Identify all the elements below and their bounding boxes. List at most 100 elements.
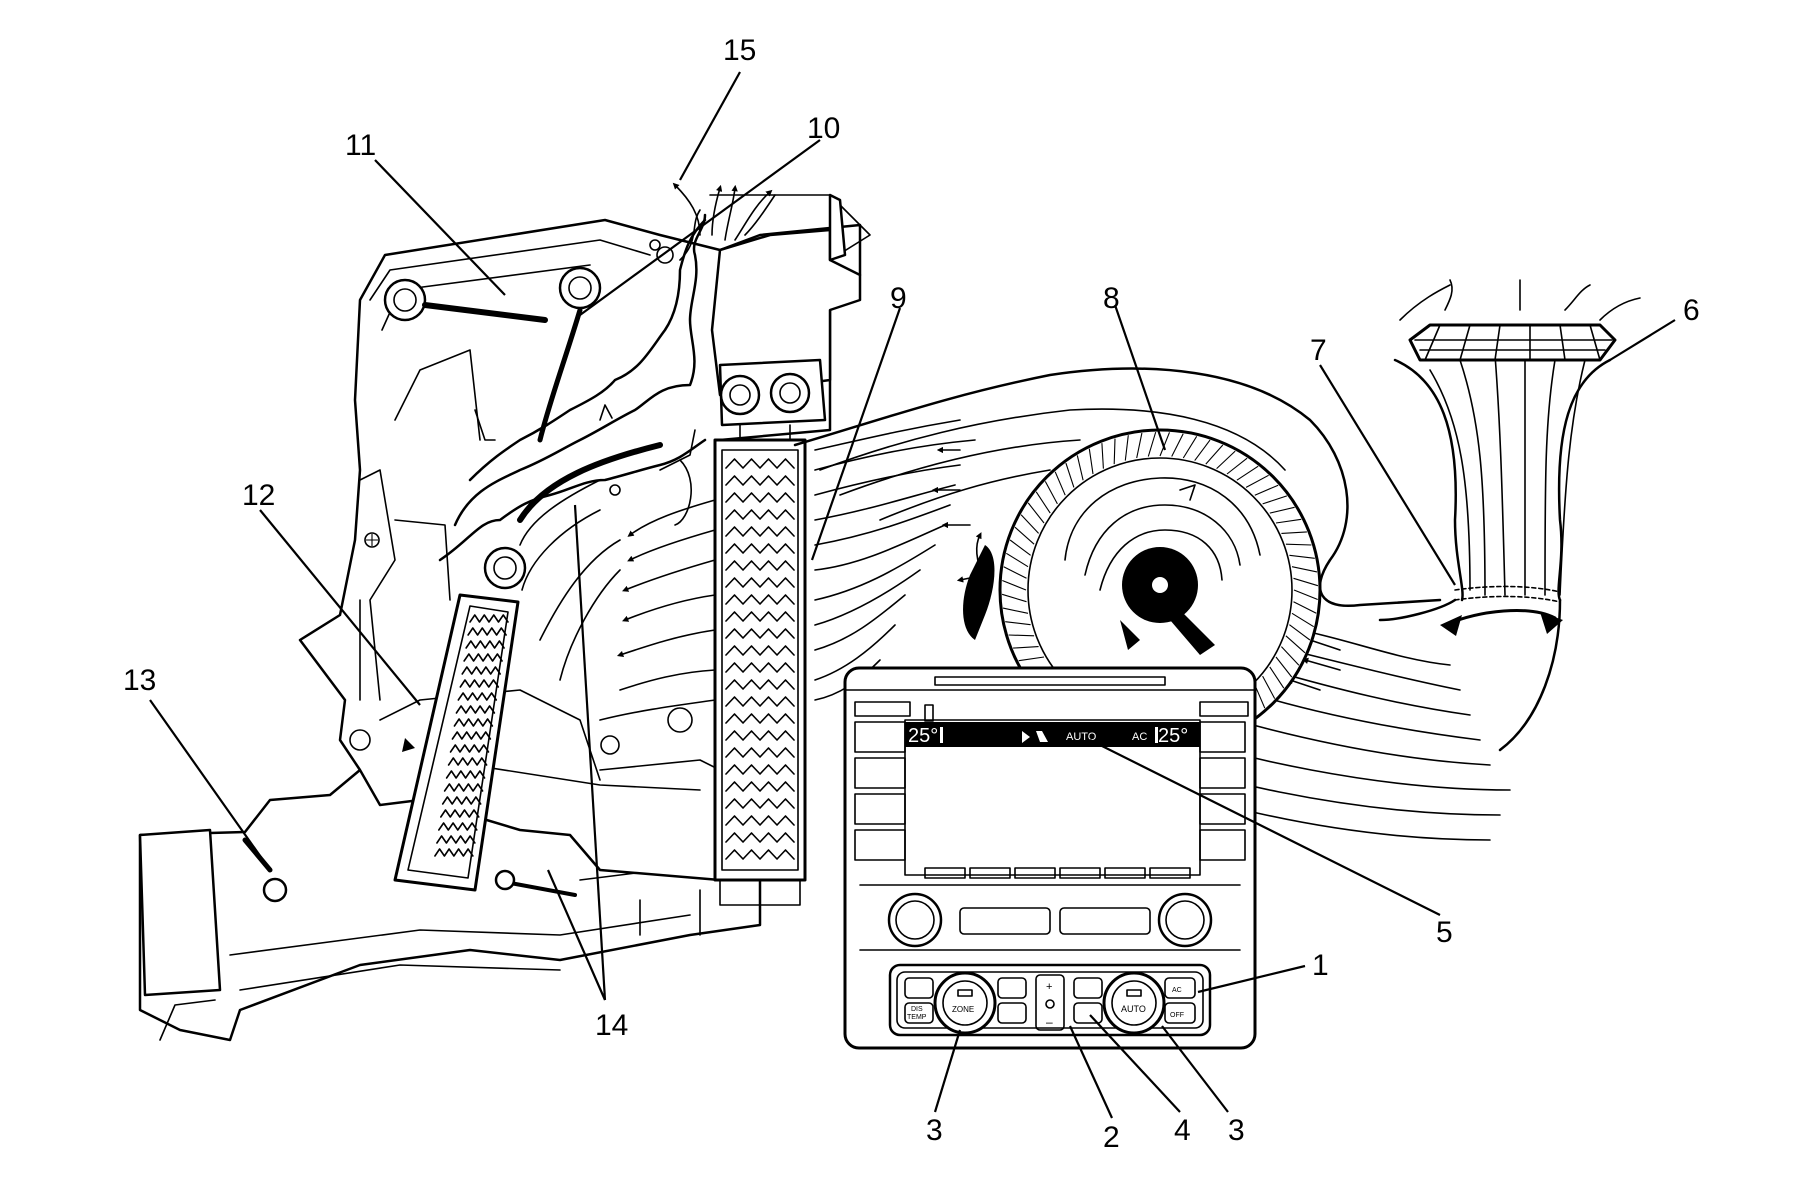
blower-vane <box>1009 539 1031 556</box>
heater-core-fins <box>434 614 509 857</box>
front-defrost-button[interactable] <box>997 977 1027 999</box>
blower-vane <box>1101 443 1104 469</box>
callout-5: 5 <box>1436 916 1453 949</box>
fin-row <box>453 718 494 727</box>
callout-15: 15 <box>723 34 756 67</box>
blower-vane <box>1216 450 1236 470</box>
mode-up-button[interactable] <box>1073 977 1103 999</box>
fan-plus: + <box>1046 981 1052 993</box>
blower-vane <box>1003 566 1027 579</box>
blower-vane <box>1008 634 1035 637</box>
blower-vane <box>1245 474 1269 488</box>
callout-8: 8 <box>1103 282 1120 315</box>
fin-row <box>725 781 795 792</box>
callout-14: 14 <box>595 1009 628 1042</box>
left-climate-buttons: DIS TEMP <box>904 977 1027 1024</box>
callout-1: 1 <box>1312 949 1329 982</box>
fin-row <box>725 662 795 673</box>
blower-vane <box>1113 438 1116 465</box>
fin-row <box>725 645 795 656</box>
fin-row <box>725 475 795 486</box>
recirc-button[interactable] <box>997 1002 1027 1024</box>
fin-row <box>434 848 474 857</box>
fin-row <box>725 543 795 554</box>
fin-row <box>725 696 795 707</box>
blower-vane <box>1171 433 1184 457</box>
fin-row <box>447 757 488 766</box>
blower-vane <box>1291 612 1314 628</box>
fin-row <box>725 747 795 758</box>
fin-row <box>725 849 795 860</box>
callout-3-left: 3 <box>926 1114 943 1147</box>
fin-row <box>725 730 795 741</box>
fin-row <box>725 492 795 503</box>
fin-row <box>725 713 795 724</box>
right-temp-knob[interactable]: AUTO <box>1102 971 1166 1035</box>
dis-label: DIS <box>911 1006 923 1013</box>
blower-vane <box>1275 656 1293 678</box>
blower-vane <box>1182 436 1198 459</box>
blower-vane <box>1159 432 1171 457</box>
display-left-temp: 25° <box>908 725 938 747</box>
evaporator-core <box>713 438 807 906</box>
fin-row <box>725 560 795 571</box>
display-right-temp: 25° <box>1158 725 1188 747</box>
fin-row <box>725 458 795 469</box>
airflow-streamlines <box>519 419 976 721</box>
blower-vane <box>1262 675 1276 699</box>
blower-vane <box>1088 448 1094 475</box>
dis-temp-button[interactable] <box>904 1002 934 1024</box>
ac-button[interactable] <box>1164 977 1196 999</box>
defrost-outlet-arrows <box>672 182 776 241</box>
fin-row <box>463 653 503 662</box>
fin-row <box>725 611 795 622</box>
rear-defrost-button[interactable] <box>904 977 934 999</box>
mode-down-button[interactable] <box>1073 1002 1103 1024</box>
leader-lines <box>149 71 1676 1119</box>
off-label: OFF <box>1170 1012 1184 1019</box>
blower-vane <box>1005 621 1031 626</box>
blower-vane <box>1002 579 1027 591</box>
callout-13: 13 <box>123 664 156 697</box>
blower-vane <box>1289 624 1311 641</box>
display-ac: AC <box>1132 731 1147 743</box>
blower-vane <box>1262 495 1288 505</box>
blower-scroll <box>793 367 1511 841</box>
heater-core <box>393 593 520 892</box>
left-temp-knob[interactable]: ZONE <box>933 971 997 1035</box>
fin-row <box>457 692 498 701</box>
blower-vane <box>1289 554 1315 559</box>
display-mode: AUTO <box>1066 731 1097 743</box>
fan-speed-control[interactable]: + – <box>1035 974 1065 1031</box>
fin-row <box>725 594 795 605</box>
warm-air-path <box>438 209 707 562</box>
fin-row <box>441 796 482 805</box>
blower-vane <box>1147 431 1157 457</box>
blower-vane <box>1254 484 1279 496</box>
fin-row <box>725 764 795 775</box>
air-inlet-duct <box>1378 279 1641 752</box>
fin-row <box>725 577 795 588</box>
blower-vane <box>1136 432 1143 459</box>
blower-vane <box>1236 465 1259 481</box>
fin-row <box>443 783 484 792</box>
blower-vane <box>1291 566 1318 573</box>
fin-row <box>461 666 501 675</box>
callout-6: 6 <box>1683 294 1700 327</box>
blower-vanes <box>1001 431 1319 725</box>
blower-vane <box>1280 646 1300 666</box>
blower-vane <box>1269 666 1285 689</box>
callout-4: 4 <box>1174 1114 1191 1147</box>
fin-row <box>725 815 795 826</box>
blower-vane <box>1027 502 1045 524</box>
callout-12: 12 <box>242 479 275 512</box>
callout-2: 2 <box>1103 1121 1120 1154</box>
fin-row <box>469 614 509 623</box>
blower-vane <box>1293 577 1319 587</box>
off-button[interactable] <box>1164 1002 1196 1024</box>
callout-9: 9 <box>890 282 907 315</box>
fin-row <box>459 679 500 688</box>
blower-vane <box>1035 491 1051 514</box>
temp-label: TEMP <box>907 1014 927 1021</box>
fin-row <box>725 832 795 843</box>
